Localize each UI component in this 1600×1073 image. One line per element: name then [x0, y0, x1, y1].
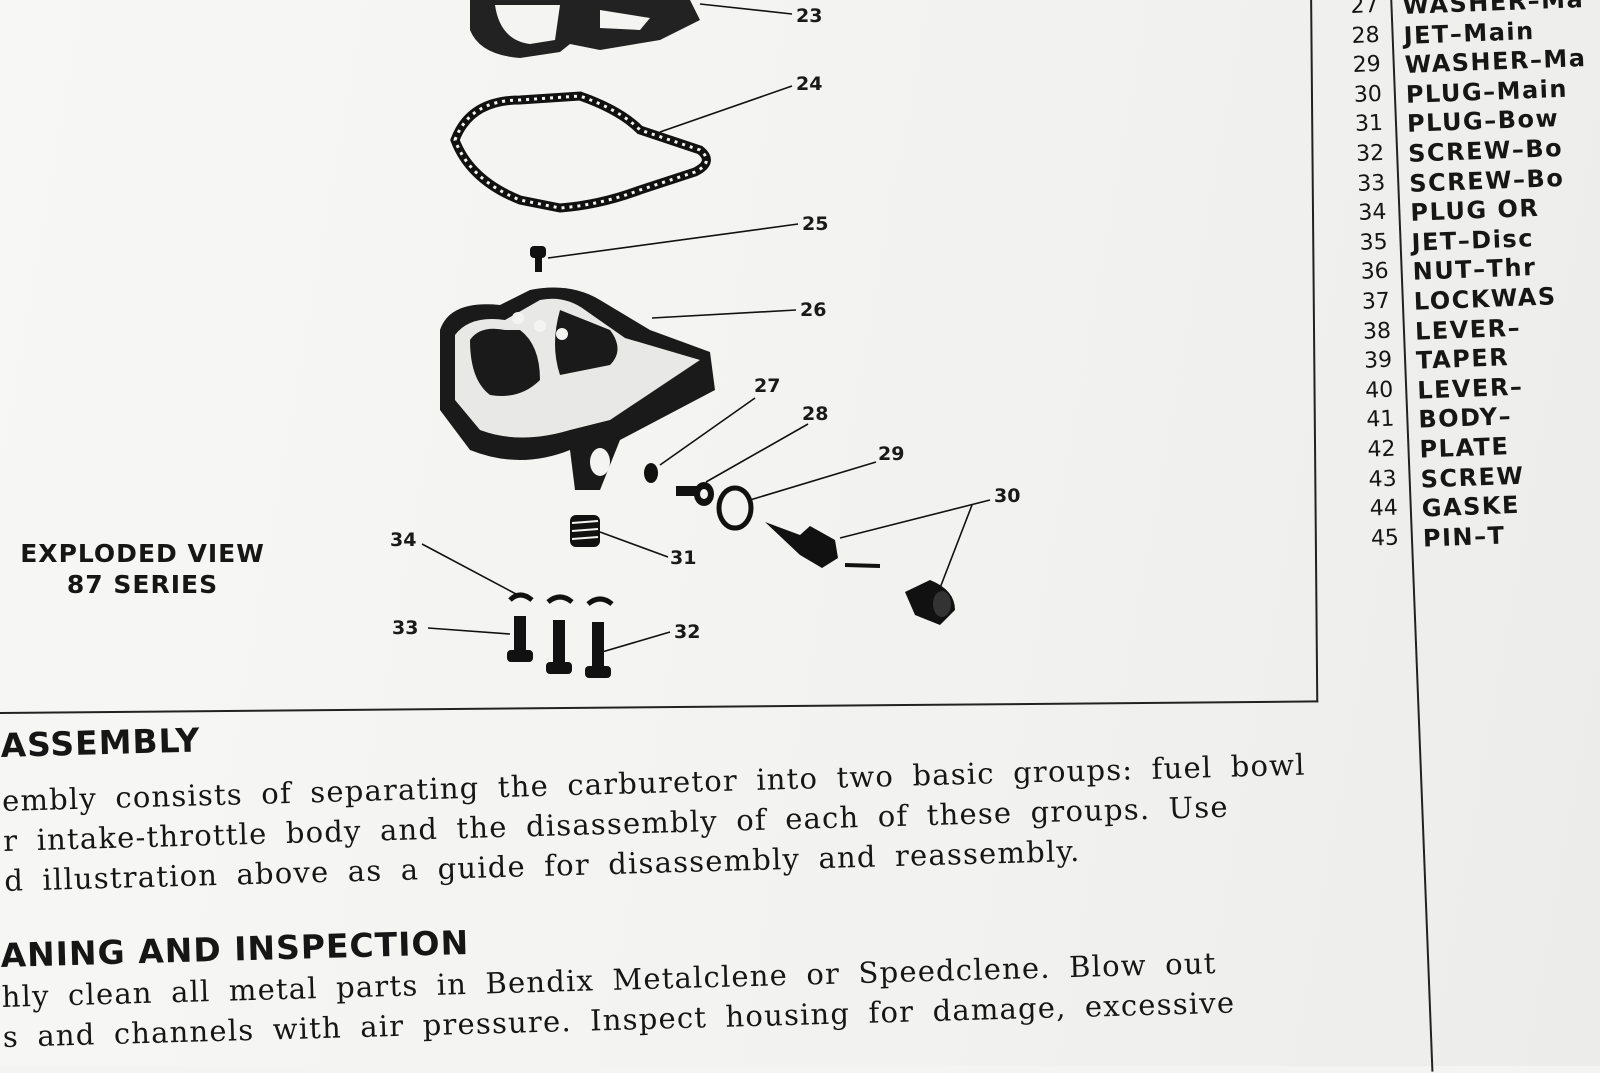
- part-name: JET–Main: [1403, 16, 1536, 50]
- part-number: 37: [1361, 288, 1391, 315]
- parts-list-row: 28 JET–Main: [1351, 17, 1535, 54]
- callout-29: 29: [878, 443, 904, 465]
- part-number: 41: [1365, 407, 1395, 434]
- part-number: 28: [1351, 22, 1381, 49]
- parts-list-row: 33 SCREW–Bo: [1357, 164, 1565, 201]
- parts-list-row: 35 JET–Disc: [1359, 224, 1534, 261]
- callout-labels: 23 24 25 26 27 28 29 30 31 32 33 34: [390, 5, 1020, 643]
- part-name: BODY–: [1417, 402, 1513, 435]
- parts-list-row: 41 BODY–: [1366, 402, 1513, 438]
- part-24-gasket: [450, 91, 711, 213]
- part-name: SCREW: [1420, 461, 1525, 494]
- callout-26: 26: [800, 299, 826, 321]
- part-number: 36: [1360, 259, 1390, 286]
- part-name: PLUG–Bow: [1406, 104, 1560, 139]
- part-number: 45: [1370, 525, 1400, 552]
- part-name: PLUG OR: [1409, 194, 1540, 228]
- callout-30: 30: [994, 485, 1020, 507]
- part-number: 44: [1369, 495, 1399, 522]
- callout-24: 24: [796, 73, 822, 95]
- part-name: PIN–T: [1422, 521, 1506, 553]
- part-name: SCREW–Bo: [1408, 163, 1565, 198]
- callout-23: 23: [796, 5, 822, 27]
- parts-list-row: 38 LEVER–: [1362, 313, 1521, 349]
- part-30-plug: [765, 522, 955, 625]
- section-heading-cleaning: ANING AND INSPECTION: [0, 922, 470, 975]
- callout-28: 28: [802, 403, 828, 425]
- part-number: 42: [1367, 436, 1396, 463]
- part-31-spring: [570, 515, 600, 547]
- part-name: GASKE: [1421, 491, 1521, 523]
- part-27-washer: [644, 463, 658, 483]
- part-26-fuel-bowl: [440, 287, 715, 490]
- cleaning-section: ANING AND INSPECTION hly clean all metal…: [0, 899, 1319, 1054]
- exploded-view-diagram: 23 24 25 26 27 28 29 30 31 32 33 34: [390, 0, 1020, 678]
- leader-lines: [421, 3, 991, 653]
- show-through-text: [700, 380, 708, 408]
- part-number: 30: [1353, 81, 1383, 108]
- callout-34: 34: [390, 529, 416, 551]
- part-29-washer: [716, 485, 754, 531]
- callout-31: 31: [670, 547, 696, 569]
- parts-list-row: 32 SCREW–Bo: [1356, 134, 1564, 172]
- callout-32: 32: [674, 621, 700, 643]
- part-number: 39: [1363, 347, 1393, 374]
- part-name: LEVER–: [1416, 372, 1524, 405]
- part-23-bracket: [470, 0, 700, 58]
- parts-list-row: 43 SCREW: [1368, 461, 1525, 497]
- parts-list-row: 37 LOCKWAS: [1361, 282, 1557, 320]
- part-name: PLUG–Main: [1405, 74, 1569, 109]
- callout-27: 27: [754, 375, 780, 397]
- part-number: 31: [1354, 111, 1384, 138]
- part-25-screw: [530, 246, 546, 272]
- part-number: 33: [1356, 170, 1386, 197]
- parts-list-row: 40 LEVER–: [1365, 372, 1524, 409]
- part-number: 27: [1350, 0, 1379, 19]
- part-number: 29: [1352, 52, 1382, 79]
- section-heading-disassembly: ASSEMBLY: [0, 720, 201, 765]
- part-number: 43: [1368, 466, 1398, 493]
- parts-list-row: 45 PIN–T: [1370, 521, 1505, 556]
- part-28-jet: [676, 482, 714, 506]
- part-name: NUT–Thr: [1412, 253, 1537, 287]
- parts-list-row: 44 GASKE: [1369, 491, 1520, 527]
- part-name: PLATE: [1419, 432, 1510, 464]
- part-number: 32: [1355, 140, 1385, 167]
- parts-list-row: 39 TAPER: [1364, 343, 1510, 379]
- part-34-lockwashers: [508, 592, 614, 607]
- parts-list-row: 30 PLUG–Main: [1353, 75, 1568, 113]
- part-name: SCREW–Bo: [1407, 133, 1564, 168]
- part-name: TAPER: [1415, 343, 1510, 375]
- part-33-32-screws: [507, 616, 611, 678]
- caption-series: 87 SERIES: [66, 570, 219, 599]
- part-number: 38: [1362, 318, 1392, 345]
- parts-list-row: 27 WASHER–Ma: [1350, 0, 1585, 24]
- part-name: LOCKWAS: [1413, 282, 1558, 316]
- parts-list-row: 36 NUT–Thr: [1360, 253, 1537, 290]
- parts-list-row: 31 PLUG–Bow: [1355, 104, 1560, 142]
- callout-33: 33: [392, 617, 418, 639]
- part-name: LEVER–: [1414, 313, 1522, 346]
- figure-caption: EXPLODED VIEW 87 SERIES: [10, 538, 275, 600]
- part-name: WASHER–Ma: [1401, 0, 1585, 20]
- part-number: 34: [1357, 199, 1387, 227]
- part-name: JET–Disc: [1411, 223, 1535, 257]
- part-number: 35: [1359, 229, 1389, 256]
- caption-title: EXPLODED VIEW: [20, 539, 265, 568]
- parts-list-row: 34 PLUG OR: [1358, 194, 1540, 231]
- parts-list-row: 42 PLATE: [1367, 432, 1510, 468]
- callout-25: 25: [802, 213, 828, 235]
- part-number: 40: [1364, 377, 1394, 404]
